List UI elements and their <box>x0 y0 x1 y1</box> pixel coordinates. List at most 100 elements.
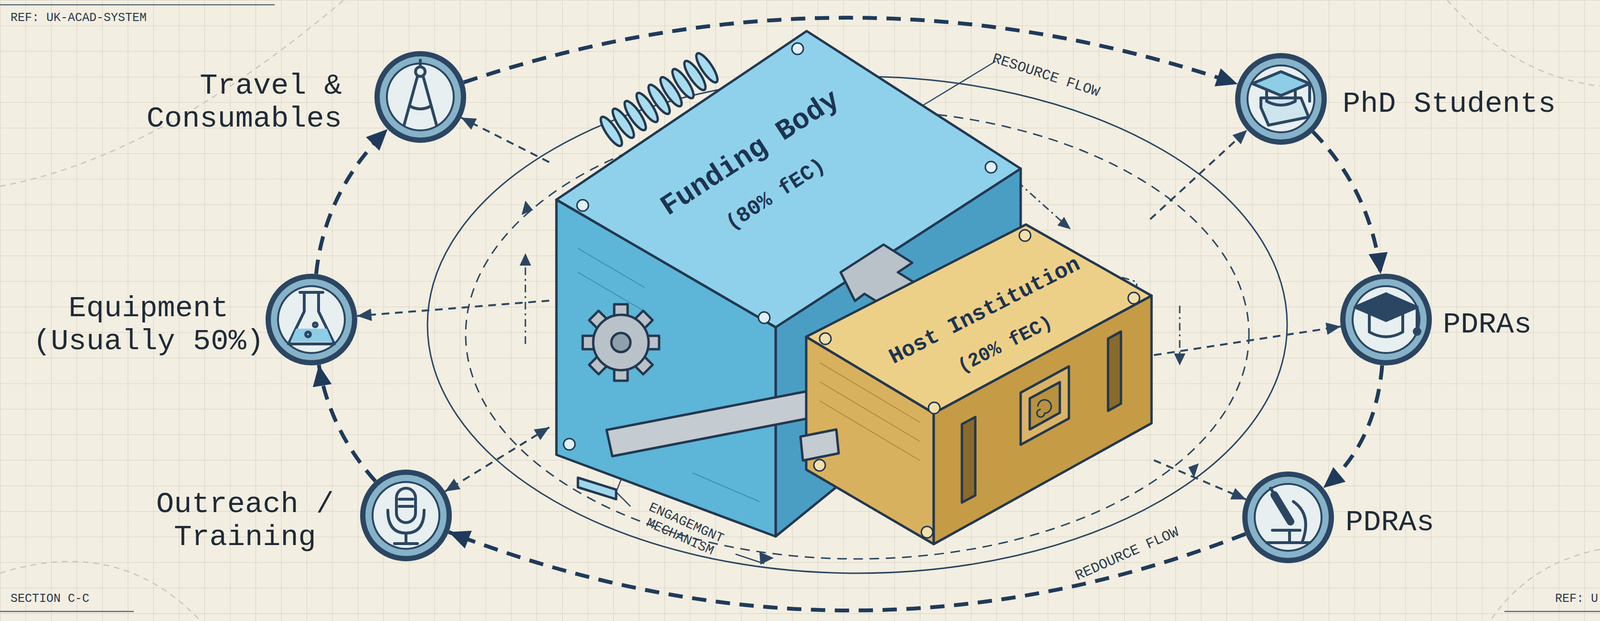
flask-icon <box>313 322 318 327</box>
internal-flow-heads <box>1173 353 1186 366</box>
faint-guide-curves <box>1447 0 1600 86</box>
connector-line <box>445 426 550 491</box>
flask-icon <box>288 292 335 344</box>
graduation-cap-icon <box>1369 314 1403 337</box>
resource-connector <box>1153 459 1247 500</box>
internal-flow-lines <box>524 260 527 344</box>
microphone-icon <box>394 542 418 545</box>
leader-lines <box>735 554 765 564</box>
pdra-node: PDRAs <box>1242 471 1334 564</box>
connector-line <box>316 128 388 274</box>
cycle-connector <box>316 128 388 274</box>
arrow-head <box>1323 467 1346 489</box>
funding-block-drawing <box>693 50 722 86</box>
reference-code: REF: U <box>1555 592 1599 607</box>
graduation-cap-icon <box>1414 328 1420 335</box>
arrow-head <box>461 117 478 130</box>
internal-flow-lines <box>1017 181 1066 225</box>
ring-arrowheads <box>1188 463 1199 478</box>
graduation-cap-box-icon <box>1308 83 1312 102</box>
flask-icon <box>299 290 323 294</box>
compass-icon <box>418 60 422 67</box>
cycle-connector <box>1312 131 1388 275</box>
connector-line <box>1323 365 1383 489</box>
host-block-drawing <box>961 416 976 503</box>
funding-block-drawing <box>611 332 631 352</box>
microphone-icon <box>404 533 408 544</box>
frame-lines <box>1504 610 1600 613</box>
host-block-drawing <box>819 332 832 345</box>
flow-label: REDOURCE FLOW <box>1072 523 1182 585</box>
phd-node: PhD Students <box>1235 53 1327 145</box>
resource-connector <box>1150 129 1248 220</box>
internal-flow-heads <box>519 253 532 266</box>
funding-block-drawing <box>593 314 649 371</box>
cycle-connector <box>1323 365 1383 489</box>
funding-block-drawing <box>577 272 645 312</box>
arrow-head <box>1232 129 1248 145</box>
flask-icon <box>288 292 335 344</box>
arrow-head <box>448 530 472 549</box>
connector-line <box>1153 459 1247 500</box>
microscope-icon <box>1270 488 1277 497</box>
node-label: PDRAs <box>1442 308 1587 342</box>
funding-block-drawing <box>577 477 617 500</box>
host-block-drawing <box>1029 382 1060 430</box>
internal-flow-lines <box>1179 305 1181 359</box>
microphone-icon <box>399 497 413 501</box>
faint-guide-curves <box>0 561 201 621</box>
arrow-head <box>533 426 550 440</box>
graduation-cap-box-icon <box>1260 97 1309 126</box>
node-label: Travel & Consumables <box>131 69 342 136</box>
host-block-drawing <box>921 526 933 538</box>
pdra-node: PDRAs <box>1340 273 1432 366</box>
cycle-connector <box>448 530 1246 611</box>
compass-icon <box>423 76 437 126</box>
graduation-cap-icon <box>1354 293 1418 321</box>
arrow-head <box>312 364 332 388</box>
faint-guide-curves <box>1490 549 1600 621</box>
arrow-head <box>1368 252 1388 275</box>
funding-block-drawing <box>597 50 722 149</box>
host-block-drawing <box>1019 229 1031 242</box>
arrow-head <box>1230 488 1247 500</box>
funding-block-drawing <box>791 42 804 55</box>
funding-block-drawing <box>692 472 760 502</box>
node-label: Outreach / Training <box>139 487 351 555</box>
frame-lines <box>0 4 1600 612</box>
host-block-drawing <box>1128 292 1140 304</box>
resource-connector <box>445 426 550 491</box>
connector-line <box>357 300 550 316</box>
connector-line <box>448 532 1246 611</box>
compass-icon <box>409 106 431 109</box>
host-block-shape <box>790 219 1154 547</box>
compass-icon <box>404 60 437 126</box>
funding-block-drawing <box>985 161 997 173</box>
compass-icon <box>415 66 426 77</box>
section-label: SECTION C-C <box>10 592 90 607</box>
host-block-drawing <box>813 459 826 471</box>
funding-block-drawing <box>563 438 576 450</box>
graduation-cap-icon <box>1415 307 1419 329</box>
resource-connector <box>357 300 550 321</box>
node-label: Equipment (Usually 50%) <box>24 291 273 359</box>
funding-block-drawing <box>582 304 660 381</box>
arrow-head <box>445 478 461 492</box>
graduation-cap-box-icon <box>1266 89 1296 106</box>
host-block-drawing <box>928 402 940 414</box>
microscope-icon <box>1266 541 1310 544</box>
arrow-head <box>1214 68 1238 87</box>
graduation-cap-box-icon <box>1252 71 1310 126</box>
microscope-icon <box>1293 501 1306 543</box>
equipment-node: Equipment (Usually 50%) <box>265 273 358 366</box>
resource-connector <box>1153 322 1341 355</box>
reference-code: REF: UK-ACAD-SYSTEM <box>10 11 147 26</box>
compass-icon <box>404 76 418 126</box>
resource-connector <box>461 117 550 162</box>
connector-line <box>1153 326 1341 356</box>
frame-lines <box>0 4 275 6</box>
host-block-drawing <box>800 429 839 461</box>
outreach-node: Outreach / Training <box>360 469 452 562</box>
microscope-icon <box>1274 494 1291 522</box>
